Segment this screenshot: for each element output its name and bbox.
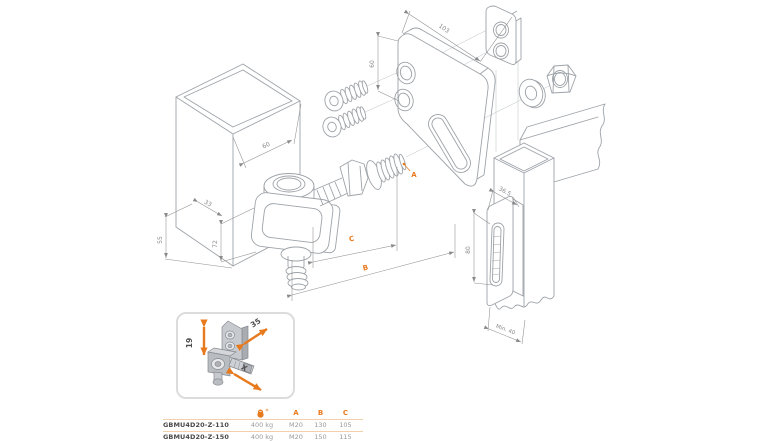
threaded-rod-m20 (313, 153, 407, 207)
socket-screw-bottom (322, 106, 367, 138)
lateral-travel-label: 35 (249, 316, 263, 329)
header-col-b: B (317, 408, 324, 417)
table-row: GBMU4D20-Z-150 400 kg M20 150 115 (163, 432, 363, 441)
adjustment-inset: 19 35 X (176, 312, 295, 399)
dim-receiver-min: Min. 40 (495, 324, 517, 337)
dim-receiver-slot: 80 (465, 246, 472, 254)
dim-post-depth: 33 (203, 199, 213, 209)
mini-hinge (207, 320, 255, 386)
rod-a-label: A (411, 171, 417, 179)
backing-plate (485, 5, 522, 65)
adjustment-arrows (200, 319, 268, 392)
span-b-label: B (362, 264, 369, 273)
value-a: M20 (289, 421, 303, 430)
socket-screw-top (324, 80, 369, 112)
spec-table: * A B C GBMU4D20-Z-110 400 kg M20 130 10… (163, 406, 363, 441)
reference-letters: C B A (348, 171, 417, 273)
spec-table-header: * A B C (163, 406, 363, 420)
washer (518, 78, 546, 109)
dimension-lines (164, 9, 526, 345)
span-c-label: C (348, 235, 355, 244)
value-c: 115 (339, 432, 352, 441)
dim-post-inner: 72 (212, 240, 219, 248)
adjustment-inset-drawing: 19 35 X (185, 316, 268, 392)
dim-post-height: 55 (157, 236, 164, 244)
weight-value: 400 kg (250, 432, 274, 441)
product-code: GBMU4D20-Z-150 (163, 432, 229, 441)
table-row: GBMU4D20-Z-110 400 kg M20 130 105 (163, 420, 363, 432)
header-col-a: A (293, 408, 299, 417)
weight-note: * (265, 407, 269, 415)
socket-screws (322, 80, 369, 138)
lateral-adjust-arrow (235, 327, 268, 352)
kettlebell-weight-icon (256, 409, 264, 418)
vertical-travel-label: 19 (185, 338, 194, 348)
hex-nut (546, 64, 577, 94)
dim-bracket-height: 60 (369, 60, 376, 68)
product-code: GBMU4D20-Z-110 (163, 421, 229, 430)
rod-a-leader (402, 162, 411, 172)
dim-bracket-length: 103 (437, 23, 451, 35)
value-a: M20 (289, 432, 303, 441)
hinge-body (250, 173, 341, 291)
weight-value: 400 kg (250, 421, 274, 430)
header-weight: * (241, 408, 283, 418)
gusset-bracket (394, 27, 496, 187)
dim-post-width: 60 (261, 141, 271, 151)
value-c: 105 (339, 421, 352, 430)
value-b: 150 (314, 432, 327, 441)
slotted-receiver-plate (486, 195, 524, 307)
header-col-c: C (342, 408, 349, 417)
axial-adjust-arrow (225, 367, 262, 392)
axial-travel-label: X (239, 362, 249, 373)
value-b: 130 (314, 421, 327, 430)
